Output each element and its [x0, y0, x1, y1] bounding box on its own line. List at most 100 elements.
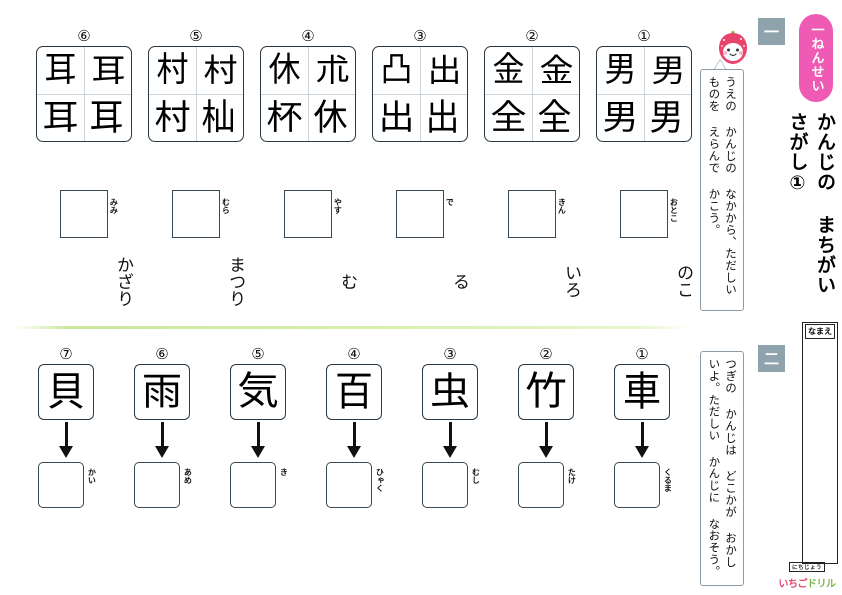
item-number: ③ [413, 27, 427, 45]
down-arrow-icon [230, 420, 286, 462]
kanji-choice-grid: 男男男男 [596, 46, 692, 142]
incorrect-kanji-glyph: 虫 [430, 370, 470, 414]
incorrect-kanji-glyph: 百 [335, 369, 373, 415]
answer-square[interactable] [284, 190, 332, 238]
answer-area: おとこのこ [596, 190, 693, 316]
furigana-reading: むら [221, 198, 231, 214]
brand-part-one: いちご [778, 579, 808, 590]
kanji-choice-cell[interactable]: 全 [490, 97, 527, 138]
kanji-choice-cell[interactable]: 出 [378, 97, 415, 138]
kanji-choice-cell[interactable]: 休 [268, 49, 301, 90]
item-number: ② [525, 27, 539, 45]
kanji-choice-cell[interactable]: 出 [427, 52, 462, 89]
furigana-reading: おとこ [669, 198, 679, 222]
balloon-pointer [714, 60, 726, 70]
item-number: ⑥ [77, 27, 91, 45]
kanji-choice-cell[interactable]: 出 [425, 96, 460, 139]
header-column: 一ねんせい かんじの まちがいさがし① なまえ にちじょう いちごドリル [690, 0, 842, 595]
kanji-choice-cell[interactable]: 杯 [266, 97, 303, 138]
answer-square[interactable] [614, 462, 660, 508]
strawberry-mascot-icon [716, 29, 750, 67]
okurigana-text: まつり [225, 255, 245, 307]
kanji-choice-cell[interactable]: 男 [602, 97, 639, 138]
answer-square[interactable] [60, 190, 108, 238]
okurigana-text: かざり [113, 255, 133, 307]
answer-square[interactable] [518, 462, 564, 508]
answer-square[interactable] [134, 462, 180, 508]
item-number: ① [637, 27, 651, 45]
brand-logo: にちじょう いちごドリル [774, 554, 840, 590]
down-arrow-icon [134, 420, 190, 462]
down-arrow-icon [614, 420, 670, 462]
answer-area: みみかざり [36, 190, 133, 316]
answer-square[interactable] [508, 190, 556, 238]
incorrect-kanji-box: 貝 [38, 364, 94, 420]
answer-area: あめ [134, 462, 193, 512]
page-title: かんじの まちがいさがし① [786, 112, 836, 295]
answer-area: きんいろ [484, 190, 581, 316]
incorrect-kanji-box: 雨 [134, 364, 190, 420]
kanji-choice-cell[interactable]: 男 [649, 96, 684, 139]
kanji-choice-cell[interactable]: 杣 [201, 96, 236, 139]
kanji-choice-cell[interactable]: 耳 [42, 97, 79, 138]
kanji-choice-cell[interactable]: 凸 [380, 49, 413, 90]
kanji-choice-grid: 金金全全 [484, 46, 580, 142]
incorrect-kanji-box: 竹 [518, 364, 574, 420]
answer-square[interactable] [422, 462, 468, 508]
kanji-choice-cell[interactable]: 村 [203, 52, 238, 89]
furigana-reading: き [279, 468, 289, 476]
answer-square[interactable] [172, 190, 220, 238]
answer-area: ひゃく [326, 462, 384, 512]
kanji-choice-cell[interactable]: 金 [492, 49, 525, 90]
answer-area: くるま [614, 462, 672, 512]
kanji-choice-cell[interactable]: 耳 [44, 49, 77, 90]
item-number: ④ [347, 345, 361, 363]
down-arrow-icon [38, 420, 94, 462]
okurigana-text: む [337, 272, 357, 290]
kanji-choice-grid: 村村村杣 [148, 46, 244, 142]
item-number: ④ [301, 27, 315, 45]
furigana-reading: きん [557, 198, 567, 214]
furigana-reading: あめ [183, 468, 193, 484]
answer-area: むらまつり [148, 190, 245, 316]
answer-square[interactable] [396, 190, 444, 238]
grade-badge: 一ねんせい [799, 14, 833, 102]
kanji-choice-cell[interactable]: 村 [154, 97, 191, 138]
item-number: ② [539, 345, 553, 363]
kanji-choice-cell[interactable]: 村 [156, 49, 189, 90]
item-number: ③ [443, 345, 457, 363]
kanji-choice-cell[interactable]: 耳 [89, 96, 124, 139]
section-one-instruction: うえの かんじの なかから、ただしい ものを えらんで かこう。 [700, 69, 744, 311]
answer-square[interactable] [230, 462, 276, 508]
correction-item: ⑤ 気き [230, 344, 289, 512]
kanji-choice-cell[interactable]: 男 [604, 49, 637, 90]
item-number: ⑤ [251, 345, 265, 363]
kanji-choice-cell[interactable]: 休 [313, 96, 348, 139]
furigana-reading: みみ [109, 198, 119, 214]
kanji-choice-cell[interactable]: 全 [537, 96, 572, 139]
incorrect-kanji-glyph: 気 [237, 369, 279, 415]
answer-square[interactable] [38, 462, 84, 508]
kanji-choice-cell[interactable]: 耳 [91, 52, 126, 89]
okurigana-text: いろ [561, 264, 581, 298]
kanji-choice-cell[interactable]: 朮 [315, 52, 350, 89]
section-one-marker: 一 [758, 18, 785, 45]
answer-area: たけ [518, 462, 576, 512]
brand-wordmark: いちごドリル [774, 575, 840, 590]
answer-square[interactable] [326, 462, 372, 508]
answer-square[interactable] [620, 190, 668, 238]
kanji-choice-grid: 耳耳耳耳 [36, 46, 132, 142]
kanji-choice-grid: 凸出出出 [372, 46, 468, 142]
kanji-choice-cell[interactable]: 男 [651, 52, 686, 89]
kanji-choice-cell[interactable]: 金 [539, 52, 574, 89]
student-name-field[interactable]: なまえ [802, 322, 838, 564]
